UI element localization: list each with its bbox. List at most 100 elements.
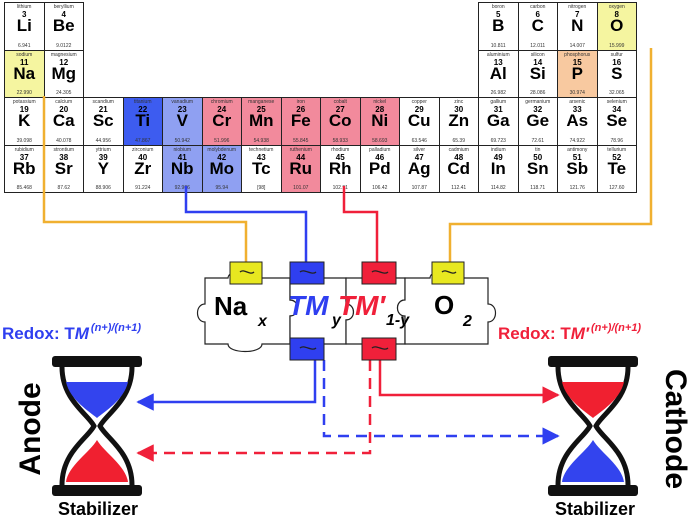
- element-sym: Mg: [51, 63, 77, 83]
- element-z: 23: [177, 105, 187, 114]
- cathode-hourglass-icon: [548, 356, 638, 496]
- element-mass: 28.086: [530, 90, 546, 96]
- redox-right-sup: (n+)/(n+1): [590, 322, 642, 334]
- element-z: 43: [256, 152, 266, 162]
- element-name: carbon: [530, 4, 546, 10]
- blue-dashed-arrow: [322, 360, 560, 445]
- blue-solid-arrow: [136, 360, 317, 411]
- element-sym: Ca: [52, 111, 75, 130]
- element-sym: Ga: [486, 111, 510, 130]
- element-mass: 127.60: [609, 185, 625, 191]
- element-z: 39: [98, 152, 108, 162]
- element-sym: As: [566, 111, 589, 130]
- element-mass: 112.41: [451, 185, 467, 191]
- element-name: potassium: [12, 99, 36, 105]
- element-sym: Zn: [448, 111, 470, 130]
- element-z: 42: [217, 152, 227, 162]
- element-z: 13: [493, 57, 503, 67]
- element-sym: Al: [489, 63, 507, 83]
- element-z: 51: [572, 152, 582, 162]
- element-name: chromium: [210, 99, 233, 105]
- element-name: germanium: [525, 99, 551, 105]
- element-mass: 95.94: [215, 185, 228, 191]
- element-sym: Se: [606, 111, 628, 130]
- element-sym: Si: [529, 63, 546, 83]
- element-z: 15: [572, 57, 582, 67]
- element-z: 52: [612, 152, 622, 162]
- element-sym: Ge: [526, 111, 550, 130]
- element-z: 11: [20, 57, 29, 67]
- element-sym: Ag: [407, 158, 431, 178]
- element-name: cobalt: [333, 99, 347, 105]
- element-z: 8: [614, 10, 619, 19]
- stabilizer-right: Stabilizer: [555, 499, 636, 519]
- element-z: 7: [575, 10, 580, 19]
- element-mass: 50.942: [174, 137, 190, 144]
- element-name: cadmium: [448, 146, 469, 153]
- element-mass: 10.811: [490, 42, 506, 49]
- element-z: 6: [535, 10, 540, 19]
- element-sym: K: [18, 111, 31, 130]
- red-tab-top: [361, 261, 397, 285]
- element-name: sulfur: [610, 51, 623, 58]
- redox-left-m: M: [74, 324, 89, 343]
- element-name: nitrogen: [568, 4, 587, 10]
- element-z: 46: [375, 152, 385, 162]
- element-name: scandium: [92, 99, 114, 105]
- element-mass: 55.845: [293, 137, 309, 144]
- element-mass: 88.906: [95, 185, 111, 191]
- element-mass: 78.96: [610, 137, 623, 144]
- element-z: 48: [454, 152, 464, 162]
- element-name: zirconium: [132, 146, 154, 153]
- stabilizer-left: Stabilizer: [58, 499, 139, 519]
- red-solid-arrow: [378, 360, 560, 404]
- element-name: copper: [411, 99, 427, 105]
- vanadium-connector: [184, 186, 308, 262]
- anode-label: Anode: [14, 382, 47, 476]
- element-sym: N: [571, 16, 584, 35]
- element-z: 29: [414, 105, 424, 114]
- element-mass: 14.007: [569, 42, 585, 49]
- element-z: 4: [61, 10, 66, 19]
- element-mass: 107.87: [411, 185, 427, 191]
- element-mass: 118.71: [530, 185, 546, 191]
- element-name: calcium: [55, 99, 73, 105]
- element-name: aluminium: [486, 51, 510, 58]
- element-sym: Sn: [526, 158, 549, 178]
- element-sym: S: [611, 63, 623, 83]
- element-name: technetium: [249, 146, 274, 153]
- element-sym: V: [176, 111, 188, 130]
- element-sym: Sr: [54, 158, 73, 178]
- formula-two: 2: [463, 313, 472, 330]
- element-mass: 102.91: [332, 185, 348, 191]
- element-z: 26: [296, 105, 306, 114]
- element-z: 30: [454, 105, 464, 114]
- element-mass: 32.065: [609, 90, 625, 96]
- formula-tm: TM: [288, 290, 329, 321]
- element-sym: In: [490, 158, 506, 178]
- element-mass: 24.305: [56, 90, 72, 96]
- element-sym: Co: [328, 111, 352, 130]
- element-name: tin: [535, 146, 541, 153]
- element-sym: Fe: [290, 111, 311, 130]
- redox-left-prefix: Redox: T: [2, 324, 75, 343]
- element-sym: Mo: [209, 158, 235, 178]
- element-z: 44: [296, 152, 306, 162]
- element-mass: 121.76: [569, 185, 585, 191]
- element-z: 40: [138, 152, 148, 162]
- element-sym: Tc: [251, 158, 271, 178]
- element-sym: Be: [52, 16, 75, 35]
- element-sym: Sb: [566, 158, 589, 178]
